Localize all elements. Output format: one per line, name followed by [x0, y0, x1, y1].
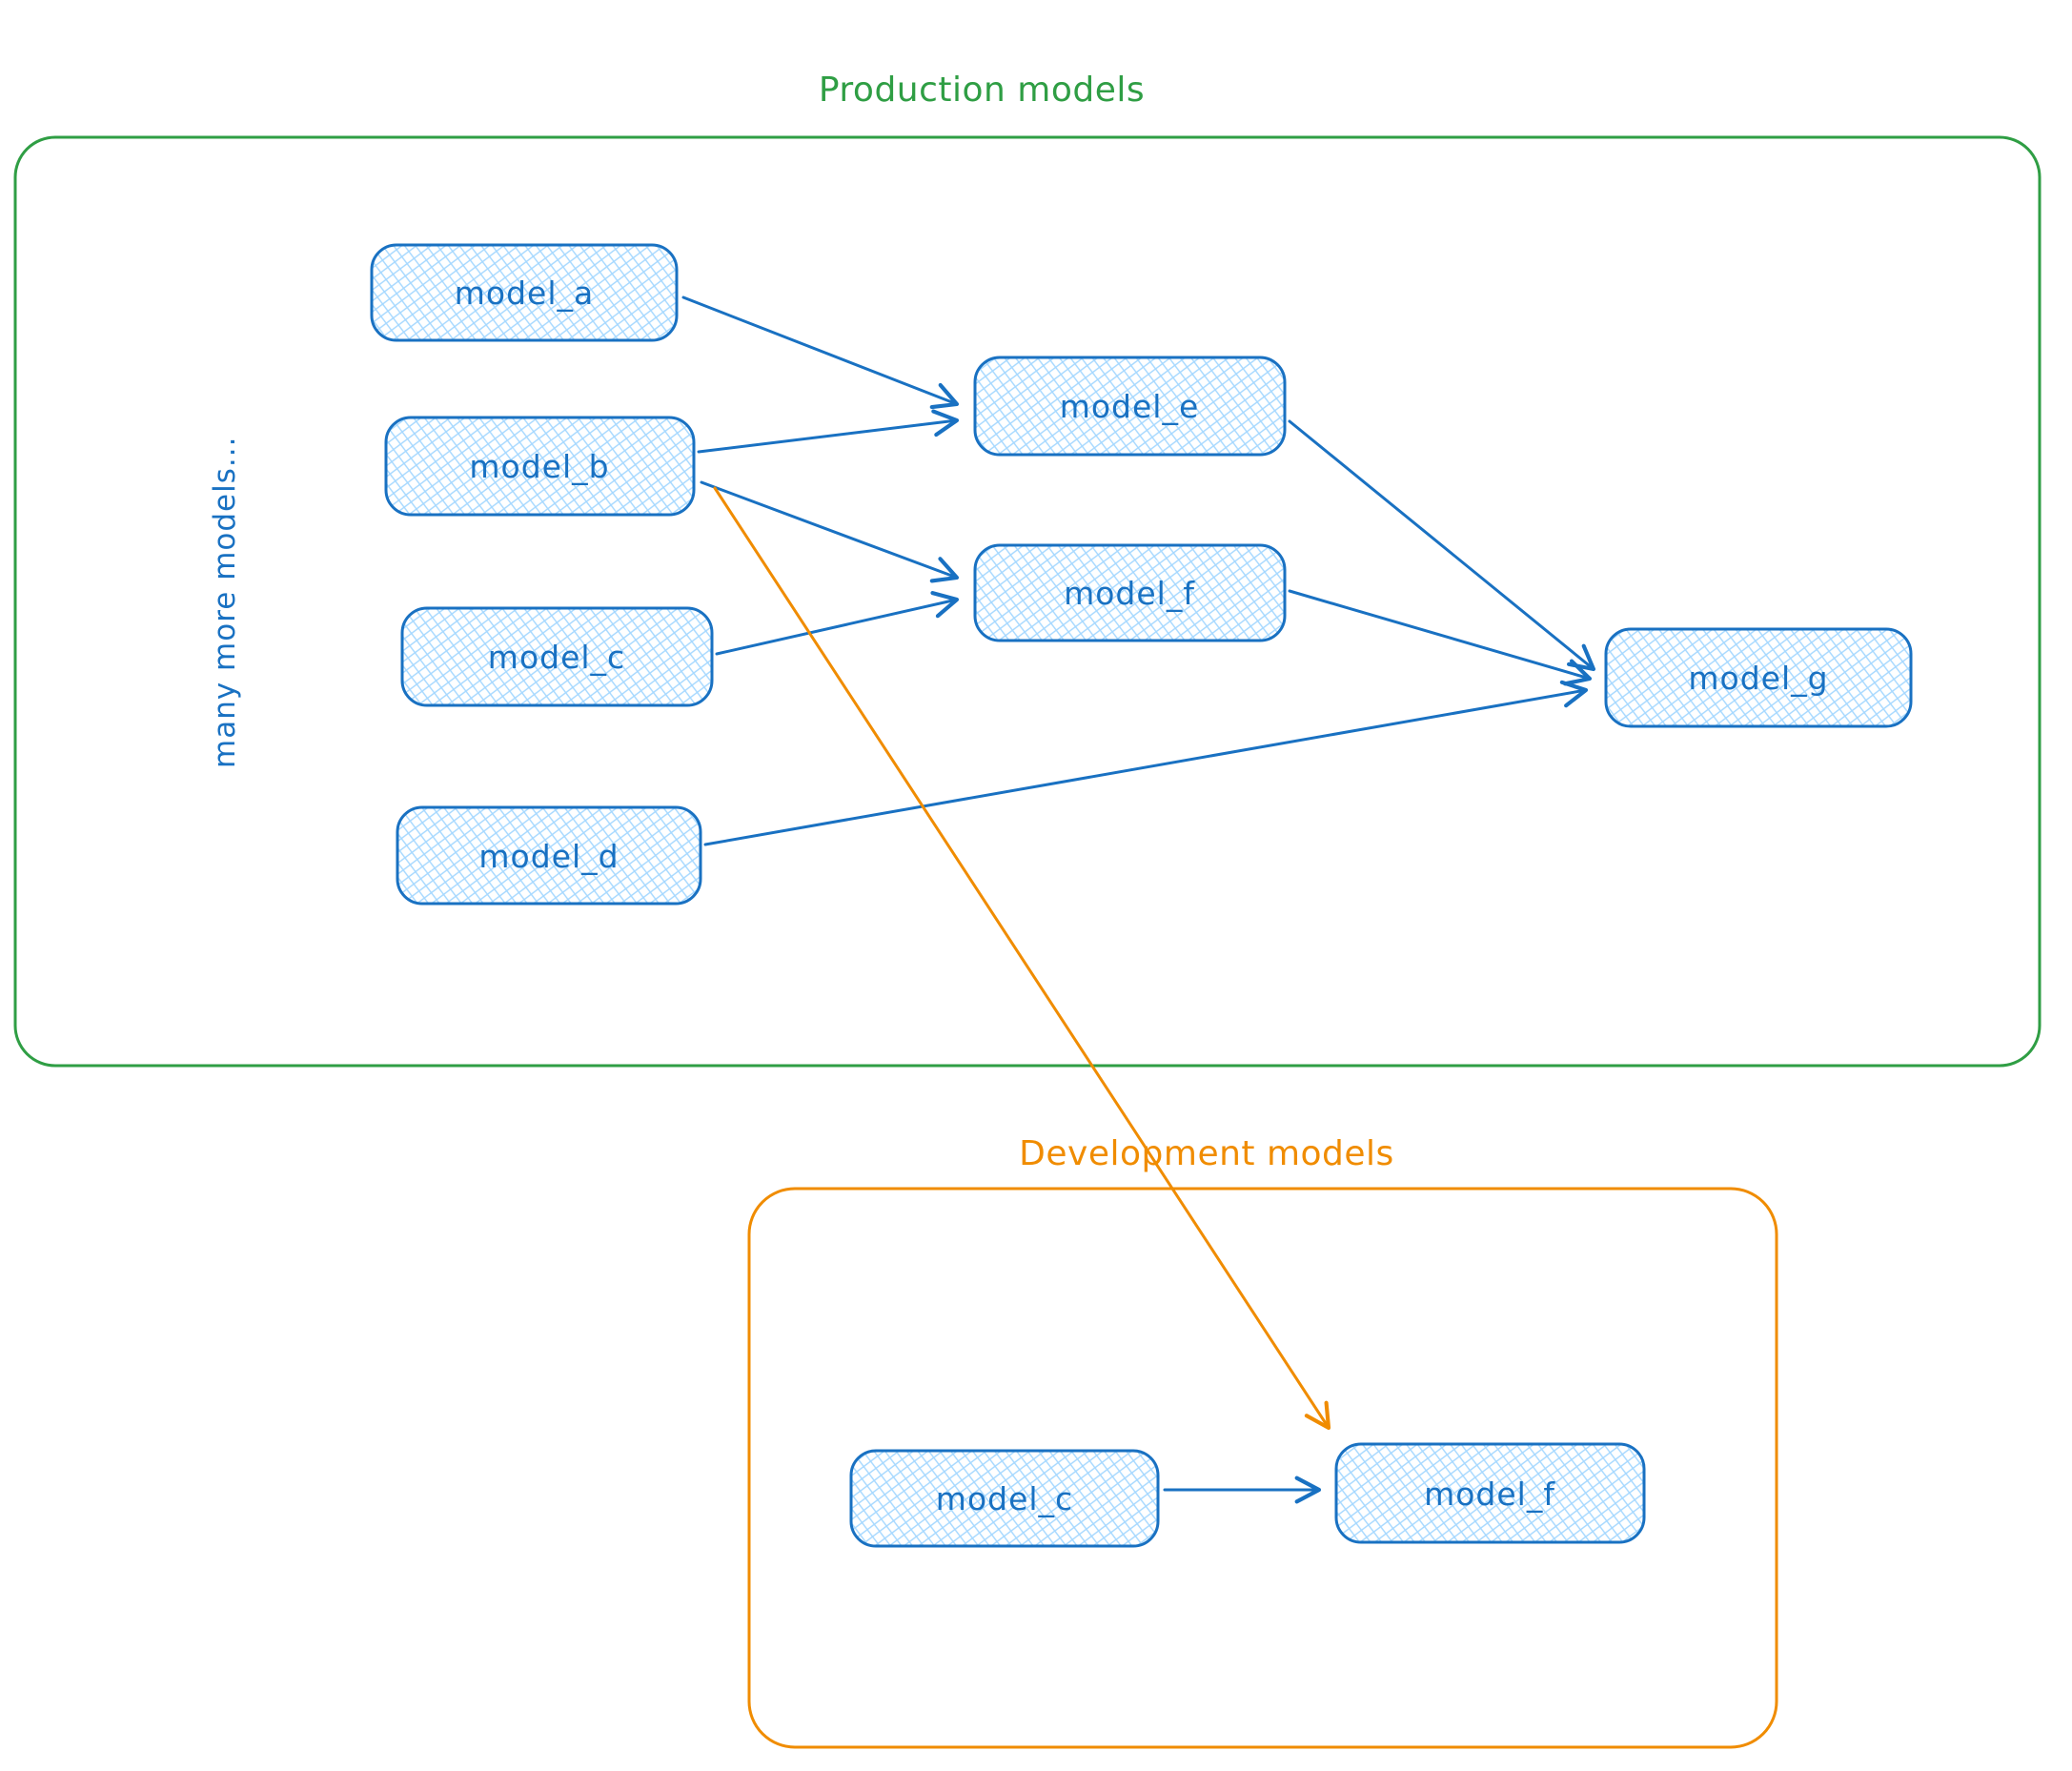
- node-model-e-label: model_e: [1060, 388, 1200, 425]
- node-dev-model-c-box: [849, 1449, 1160, 1548]
- many-more-models-note: many more models...: [208, 437, 242, 768]
- edges-layer: [681, 295, 1596, 1504]
- edge-model-e-to-model-g: [1288, 419, 1596, 672]
- node-model-a: model_a: [370, 243, 679, 342]
- node-model-d-box: [396, 805, 702, 906]
- node-model-c-box: [400, 606, 714, 707]
- edge-model-b-to-model-e: [697, 409, 960, 454]
- edge-model-f-to-model-g: [1288, 589, 1593, 686]
- production-group: Production models many more models...: [13, 71, 2042, 1068]
- edge-model-a-to-model-e: [681, 295, 960, 410]
- node-model-b-box: [384, 416, 696, 517]
- node-model-a-box: [370, 243, 679, 342]
- node-model-a-label: model_a: [455, 275, 594, 312]
- node-dev-model-f-label: model_f: [1424, 1476, 1555, 1513]
- node-model-f-label: model_f: [1064, 575, 1195, 612]
- node-dev-model-f-box: [1334, 1442, 1646, 1544]
- edge-model-b-to-model-f: [700, 480, 960, 583]
- node-model-d-label: model_d: [478, 838, 619, 875]
- node-model-g: model_g: [1604, 627, 1913, 728]
- node-model-c: model_c: [400, 606, 714, 707]
- node-model-g-box: [1604, 627, 1913, 728]
- node-dev-model-c-label: model_c: [936, 1480, 1073, 1517]
- node-model-c-label: model_c: [488, 639, 625, 676]
- node-model-e-box: [973, 356, 1287, 457]
- edge-model-b-to-dev-model-f: [713, 486, 1331, 1431]
- development-group: Development models: [747, 1134, 1778, 1749]
- node-model-b: model_b: [384, 416, 696, 517]
- node-model-e: model_e: [973, 356, 1287, 457]
- node-model-g-label: model_g: [1688, 660, 1828, 697]
- production-group-title: Production models: [819, 71, 1145, 110]
- node-model-b-label: model_b: [469, 448, 609, 485]
- edge-model-c-to-model-f: [715, 591, 960, 656]
- node-model-f: model_f: [973, 543, 1287, 642]
- development-group-title: Development models: [1019, 1134, 1394, 1173]
- production-group-outline: [13, 135, 2042, 1068]
- development-group-outline: [747, 1187, 1778, 1749]
- node-model-f-box: [973, 543, 1287, 642]
- edge-model-d-to-model-g: [703, 680, 1589, 846]
- node-model-d: model_d: [396, 805, 702, 906]
- node-dev-model-c: model_c: [849, 1449, 1160, 1548]
- node-dev-model-f: model_f: [1334, 1442, 1646, 1544]
